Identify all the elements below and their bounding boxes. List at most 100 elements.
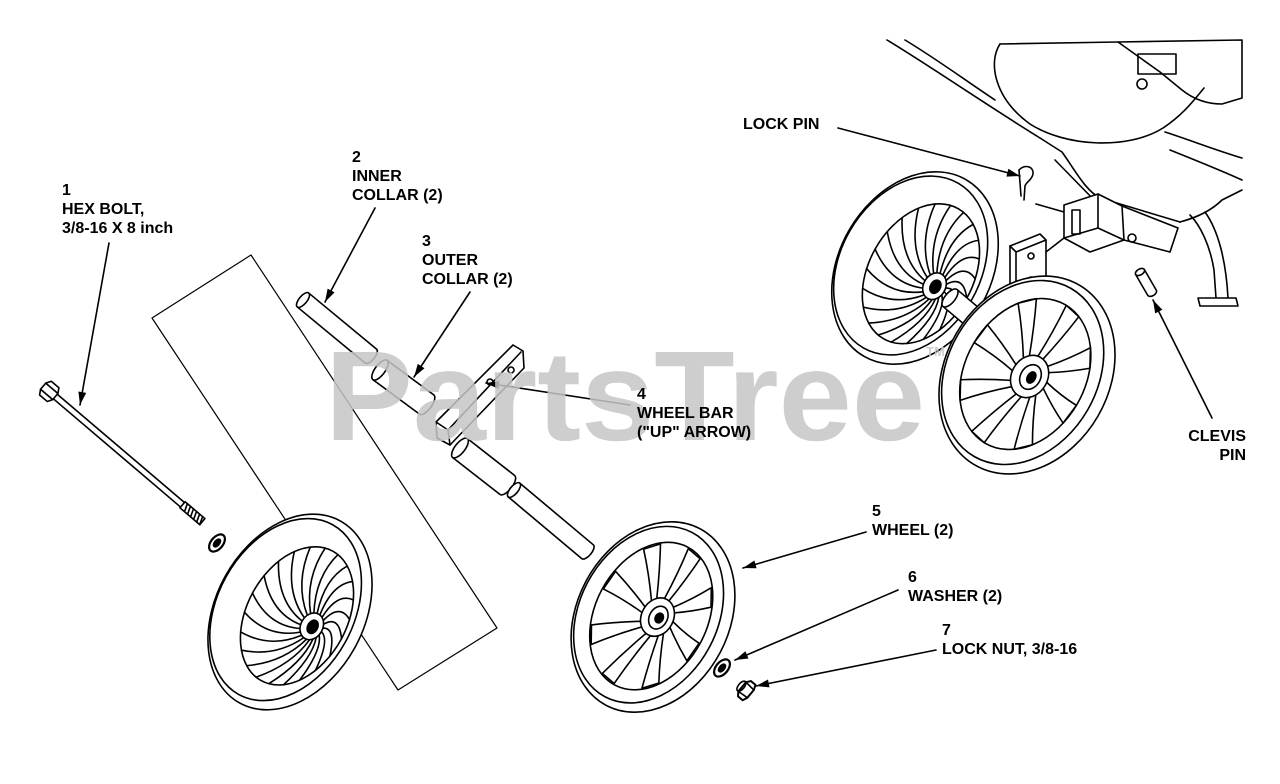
wheel-rim (588, 541, 714, 691)
leader-line-clevis-pin (1152, 299, 1213, 419)
wheel-spoke (322, 610, 351, 622)
wheel-spoke (277, 560, 303, 622)
callout-text: WHEEL (2) (872, 522, 954, 539)
callout-text: HEX BOLT, (62, 201, 145, 218)
lock-pin-clip (1018, 165, 1034, 201)
fender-top (999, 41, 1119, 45)
leader-line-lock-pin (837, 127, 1021, 177)
callout-number: 1 (62, 182, 71, 199)
wheel-spoke (939, 223, 975, 275)
callout-number: 2 (352, 149, 361, 166)
wheel-spoke (290, 550, 306, 619)
collar-end (295, 291, 311, 309)
callout-text: OUTER (422, 252, 478, 269)
leader-line-inner-collar (324, 207, 376, 303)
installed-wheel-front (938, 275, 1116, 475)
clevis-pin (1134, 267, 1158, 298)
wheel-spoke (922, 294, 944, 341)
wheel-spoke (243, 611, 302, 635)
wheel-spoke (861, 287, 925, 301)
leader-arrowhead (486, 381, 500, 389)
wheel-spoke (251, 592, 301, 630)
callout-text: ("UP" ARROW) (637, 424, 752, 441)
wheel-spoke (308, 547, 327, 615)
wheel-spoke (945, 270, 977, 282)
wheel-spoke (321, 597, 355, 619)
wheel-spoke (1037, 304, 1080, 360)
wheel-spoke (641, 632, 665, 690)
callout-text: 3/8-16 X 8 inch (62, 220, 174, 237)
callout-number: 3 (422, 233, 431, 250)
hex-bolt-threads (183, 502, 204, 526)
callout-text: LOCK NUT, 3/8-16 (942, 641, 1078, 658)
right-frame-inner (1169, 149, 1243, 181)
wheel-left (207, 513, 373, 711)
wheel-spoke (240, 636, 305, 653)
wheel-tread-edge (940, 279, 1105, 466)
collar-body (507, 482, 595, 560)
wheel-spoke (924, 203, 936, 276)
hitch-link (1035, 203, 1065, 213)
wheel-spoke (1013, 394, 1037, 451)
callout-wheel: 5 WHEEL (2) (872, 502, 953, 540)
label-clevis-pin: CLEVIS PIN (1160, 427, 1246, 465)
callout-number: 5 (872, 503, 881, 520)
collar-body (296, 292, 379, 365)
engine-housing (1117, 39, 1243, 105)
washer-left (207, 533, 227, 553)
leader-arrowhead (1153, 300, 1163, 314)
leader-line-lock-nut (755, 649, 937, 687)
washer-right (712, 658, 732, 678)
clevis-pin-head (1134, 267, 1146, 277)
collar-body (372, 359, 436, 416)
wheel-spoke (877, 298, 933, 336)
wheel-spoke (944, 256, 981, 279)
wheel-spoke (970, 393, 1023, 444)
label-lock-pin: LOCK PIN (743, 115, 819, 134)
label-text: LOCK PIN (743, 116, 820, 133)
callout-text: INNER (352, 168, 402, 185)
wheel-spoke (905, 296, 940, 345)
label-text: PIN (1219, 447, 1246, 464)
handle-rail (886, 39, 1041, 139)
callout-text: COLLAR (2) (422, 271, 513, 288)
wheel-spoke (932, 204, 952, 275)
wheel-right (570, 520, 736, 714)
hex-bolt-head (38, 380, 60, 403)
stand-foot (1197, 297, 1239, 307)
wheel-spoke (669, 620, 700, 662)
wheel-spokes (861, 203, 981, 345)
fender (993, 43, 1205, 144)
wheel-hub-bore (1025, 371, 1037, 384)
hitch-hole (1127, 233, 1137, 243)
callout-number: 4 (637, 386, 646, 403)
wheel-spoke (316, 565, 349, 615)
wheel-rim (239, 545, 355, 686)
inner-collar-lower (506, 481, 595, 560)
wheel-tread-edge (209, 517, 363, 702)
leader-arrowhead (756, 679, 770, 688)
wheel-spoke (602, 570, 646, 614)
wheel-spoke (239, 631, 303, 643)
washer-hole (212, 538, 222, 548)
wheel-spoke (314, 630, 326, 672)
collar-end (371, 359, 389, 381)
hex-bolt-shank (52, 393, 186, 508)
wheel-spoke (874, 248, 924, 289)
leader-lines (78, 127, 1213, 688)
wheel-hub-boss (1018, 363, 1043, 391)
wheel-bar-hole (1027, 252, 1035, 260)
engine-housing-panel (1137, 53, 1177, 75)
wheel-spoke (862, 296, 927, 311)
wheel-bar-link (1045, 237, 1065, 253)
wheel-spoke (263, 574, 302, 626)
wheel-spoke (942, 239, 980, 276)
wheel-spokes (239, 546, 355, 686)
hex-bolt-head-facets (39, 382, 59, 401)
callout-outer-collar: 3 OUTER COLLAR (2) (422, 232, 513, 289)
collar-end (506, 481, 522, 499)
wheel-bar (435, 344, 525, 446)
outer-collar-upper (371, 359, 436, 416)
collar-end (941, 288, 959, 308)
